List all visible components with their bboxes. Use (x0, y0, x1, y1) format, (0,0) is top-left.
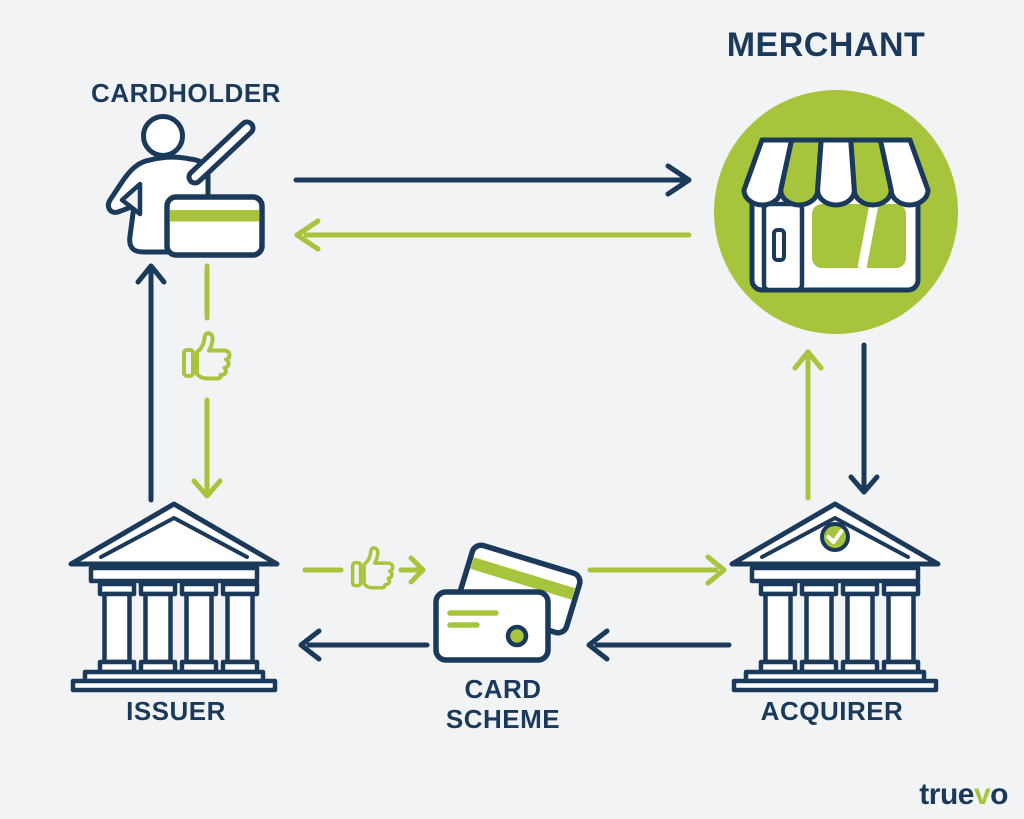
storefront-icon (714, 90, 958, 334)
arrow-acquirer-to-merchant (792, 349, 824, 501)
card-scheme-label: CARD SCHEME (446, 674, 560, 734)
logo-prefix: true (919, 778, 974, 811)
cardholder-label: CARDHOLDER (91, 78, 281, 108)
arrow-card-scheme-to-issuer (298, 628, 430, 662)
arrow-card-scheme-to-acquirer (587, 554, 727, 586)
issuer-label: ISSUER (126, 696, 226, 726)
thumbs-up-icon (182, 331, 232, 381)
logo-accent-v: v (973, 778, 991, 811)
arrow-cardholder-to-issuer (182, 263, 232, 499)
arrow-merchant-to-cardholder (294, 218, 692, 252)
person-head (141, 114, 185, 158)
check-badge (820, 522, 850, 552)
merchant-label: MERCHANT (726, 26, 926, 64)
arrow-cardholder-to-merchant (293, 163, 692, 197)
door-handle (772, 228, 786, 262)
person-with-card-icon (105, 114, 265, 258)
shop-window (812, 204, 906, 268)
front-card (433, 589, 551, 663)
awning (741, 137, 931, 208)
card-scheme-label-line2: SCHEME (445, 704, 561, 734)
truevo-logo: truevo (919, 778, 1008, 812)
arrow-issuer-to-cardholder (135, 263, 167, 503)
acquirer-label: ACQUIRER (760, 696, 904, 726)
elbow-notch (119, 181, 143, 217)
bank-with-check-icon (732, 504, 938, 690)
bank-icon (71, 504, 277, 690)
card-scheme-label-line1: CARD (464, 674, 542, 704)
bank-card (164, 194, 265, 258)
arrow-acquirer-to-card-scheme (586, 628, 732, 662)
arrow-issuer-to-card-scheme (302, 546, 426, 590)
logo-suffix: o (990, 778, 1008, 811)
arrow-merchant-to-acquirer (848, 342, 880, 495)
payment-cards-icon (433, 542, 583, 663)
thumbs-up-icon (350, 546, 395, 590)
